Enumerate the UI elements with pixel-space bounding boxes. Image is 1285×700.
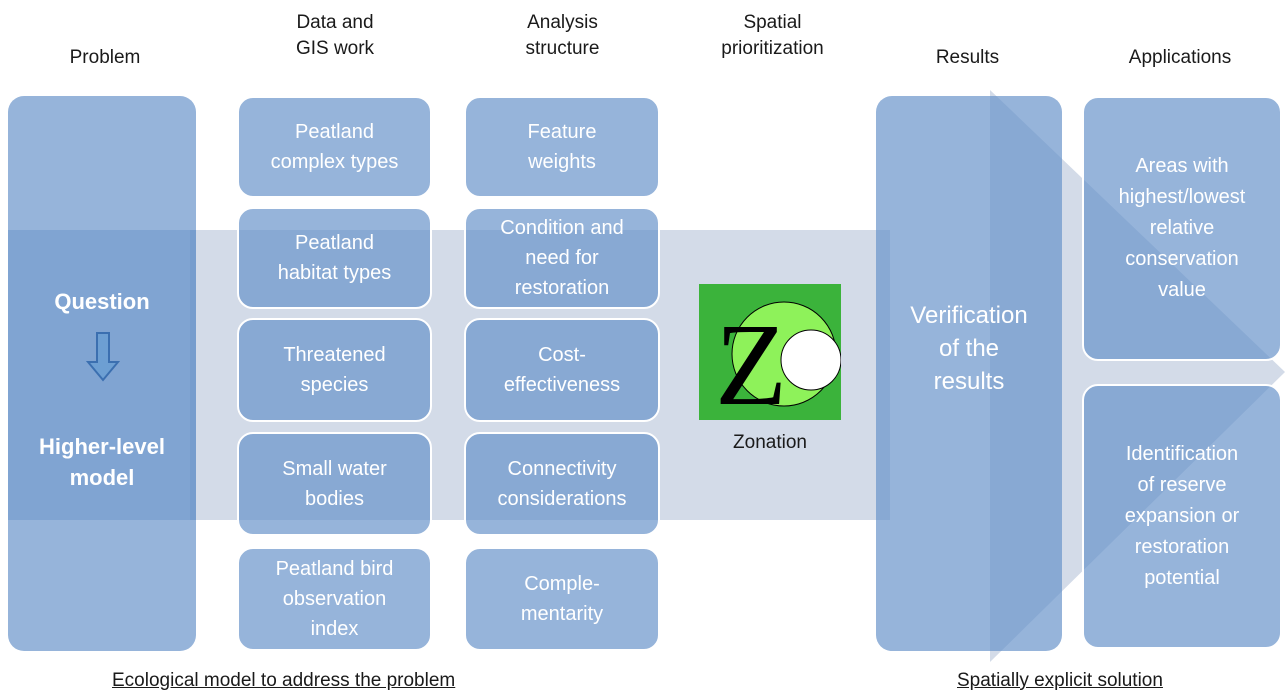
zonation-logo-letter: Z bbox=[715, 299, 787, 420]
application-label-2: Identification of reserve expansion or r… bbox=[1124, 443, 1240, 589]
application-box-2: Identification of reserve expansion or r… bbox=[1082, 384, 1282, 649]
analysis-item-label-4: Connectivity considerations bbox=[497, 458, 627, 510]
analysis-item-box-3: Cost- effectiveness bbox=[464, 318, 660, 422]
footer-right: Spatially explicit solution bbox=[957, 670, 1163, 691]
application-label-1: Areas with highest/lowest relative conse… bbox=[1118, 155, 1246, 301]
application-box-1: Areas with highest/lowest relative conse… bbox=[1082, 96, 1282, 361]
analysis-item-box-1: Feature weights bbox=[464, 96, 660, 198]
problem-box: Question Higher-level model bbox=[8, 96, 196, 651]
header-problem: Problem bbox=[69, 47, 141, 68]
header-applications: Applications bbox=[1128, 47, 1232, 68]
data-item-box-5: Peatland bird observation index bbox=[237, 547, 432, 651]
higher-level-model-label: Higher-level model bbox=[39, 434, 165, 490]
verification-label: Verification of the results bbox=[910, 302, 1028, 395]
flow-chevron bbox=[990, 90, 1285, 662]
zonation-label: Zonation bbox=[733, 432, 807, 453]
verification-box: Verification of the results bbox=[876, 96, 1062, 651]
data-item-label-2: Peatland habitat types bbox=[277, 232, 392, 284]
analysis-item-box-5: Comple- mentarity bbox=[464, 547, 660, 651]
data-item-label-4: Small water bodies bbox=[282, 458, 387, 510]
analysis-item-label-3: Cost- effectiveness bbox=[503, 344, 621, 396]
analysis-item-label-1: Feature weights bbox=[527, 121, 597, 173]
header-results: Results bbox=[935, 47, 1000, 68]
data-item-box-3: Threatened species bbox=[237, 318, 432, 422]
question-label: Question bbox=[54, 289, 150, 314]
header-analysis: Analysis structure bbox=[525, 12, 600, 59]
analysis-item-box-2: Condition and need for restoration bbox=[464, 207, 660, 309]
analysis-item-box-4: Connectivity considerations bbox=[464, 432, 660, 536]
data-item-label-5: Peatland bird observation index bbox=[275, 558, 394, 640]
footer-left: Ecological model to address the problem bbox=[112, 670, 456, 691]
zonation-logo-icon: Z bbox=[699, 284, 841, 420]
analysis-item-label-5: Comple- mentarity bbox=[520, 573, 604, 625]
header-spatial: Spatial prioritization bbox=[721, 12, 824, 59]
analysis-item-label-2: Condition and need for restoration bbox=[500, 217, 624, 299]
header-data-gis: Data and GIS work bbox=[295, 12, 375, 59]
data-item-box-4: Small water bodies bbox=[237, 432, 432, 536]
data-item-box-2: Peatland habitat types bbox=[237, 207, 432, 309]
data-item-label-3: Threatened species bbox=[283, 344, 386, 396]
data-item-box-1: Peatland complex types bbox=[237, 96, 432, 198]
data-item-label-1: Peatland complex types bbox=[270, 121, 399, 173]
down-arrow-icon bbox=[86, 332, 120, 382]
